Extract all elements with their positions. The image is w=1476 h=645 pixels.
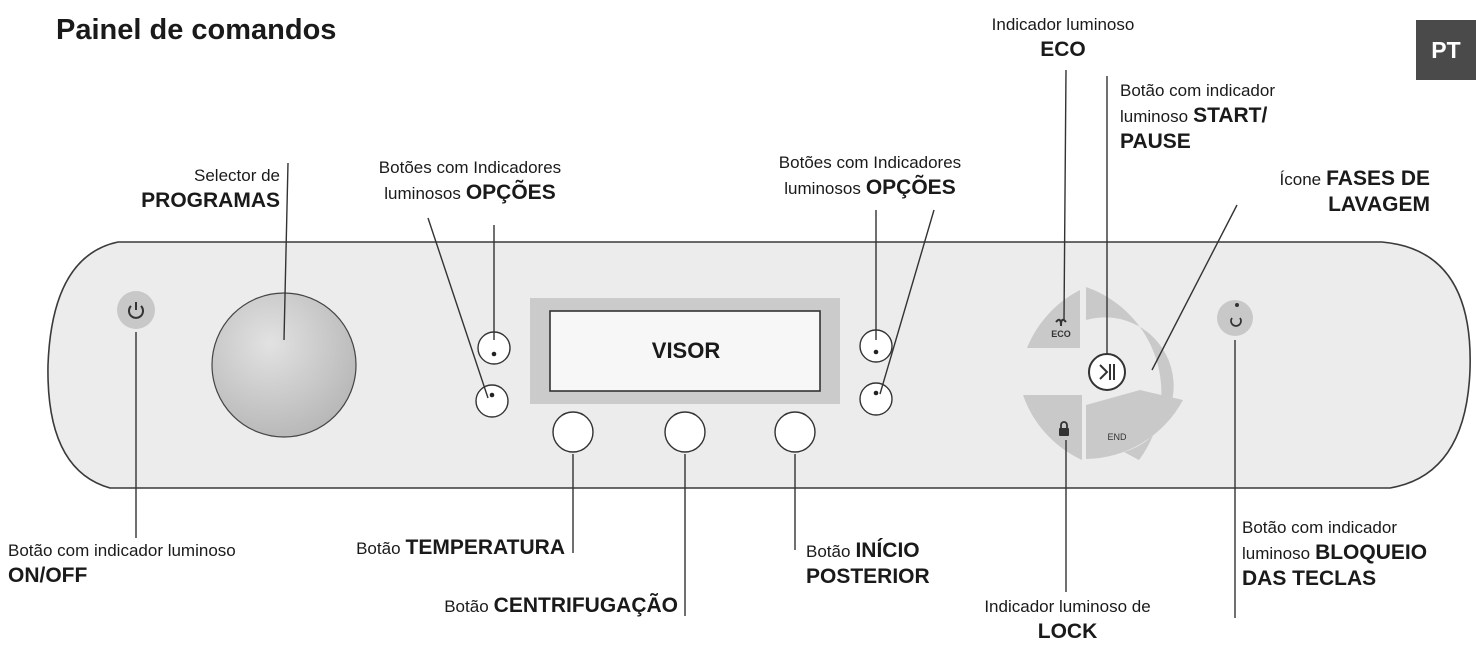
eco-indicator-label: Indicador luminoso ECO: [991, 15, 1135, 61]
key-lock-button: [1217, 300, 1253, 336]
spin-label: Botão CENTRIFUGAÇÃO: [444, 594, 678, 617]
temperature-button: [552, 411, 594, 453]
power-icon: [128, 302, 144, 319]
option-button: [859, 382, 893, 416]
lock-indicator-label: Indicador luminoso de LOCK: [984, 597, 1151, 643]
eco-mark: ECO: [1051, 329, 1071, 339]
lock-icon: [1059, 421, 1069, 436]
program-selector-label: Selector de PROGRAMAS: [141, 166, 280, 212]
options-left-label: Botões com Indicadores luminosos OPÇÕES: [378, 158, 562, 204]
delay-start-button: [774, 411, 816, 453]
delay-start-label: Botão INÍCIO POSTERIOR: [806, 539, 930, 588]
key-lock-label: Botão com indicador luminoso BLOQUEIO DA…: [1242, 518, 1428, 590]
leader-lines: [135, 69, 1238, 618]
on-off-label: Botão com indicador luminoso ON/OFF: [8, 541, 236, 587]
option-button: [475, 384, 509, 418]
display-screen: [549, 310, 821, 392]
page-title: Painel de comandos: [56, 14, 337, 46]
key-lock-icon: [1230, 317, 1242, 327]
wash-phases-label: Ícone FASES DE LAVAGEM: [1279, 167, 1430, 216]
start-pause-label: Botão com indicador luminoso START/ PAUS…: [1120, 81, 1275, 153]
play-pause-icon: [1099, 364, 1109, 380]
options-right-label: Botões com Indicadores luminosos OPÇÕES: [778, 153, 962, 199]
display-label: VISOR: [651, 338, 721, 363]
option-buttons-left: [475, 331, 511, 418]
spin-button: [664, 411, 706, 453]
end-mark: END: [1107, 432, 1127, 442]
program-selector-knob: [211, 292, 357, 438]
wash-phase-ring: [1023, 287, 1183, 460]
temperature-label: Botão TEMPERATURA: [356, 536, 565, 559]
language-badge: PT: [1416, 20, 1476, 80]
option-buttons-right: [859, 329, 893, 416]
